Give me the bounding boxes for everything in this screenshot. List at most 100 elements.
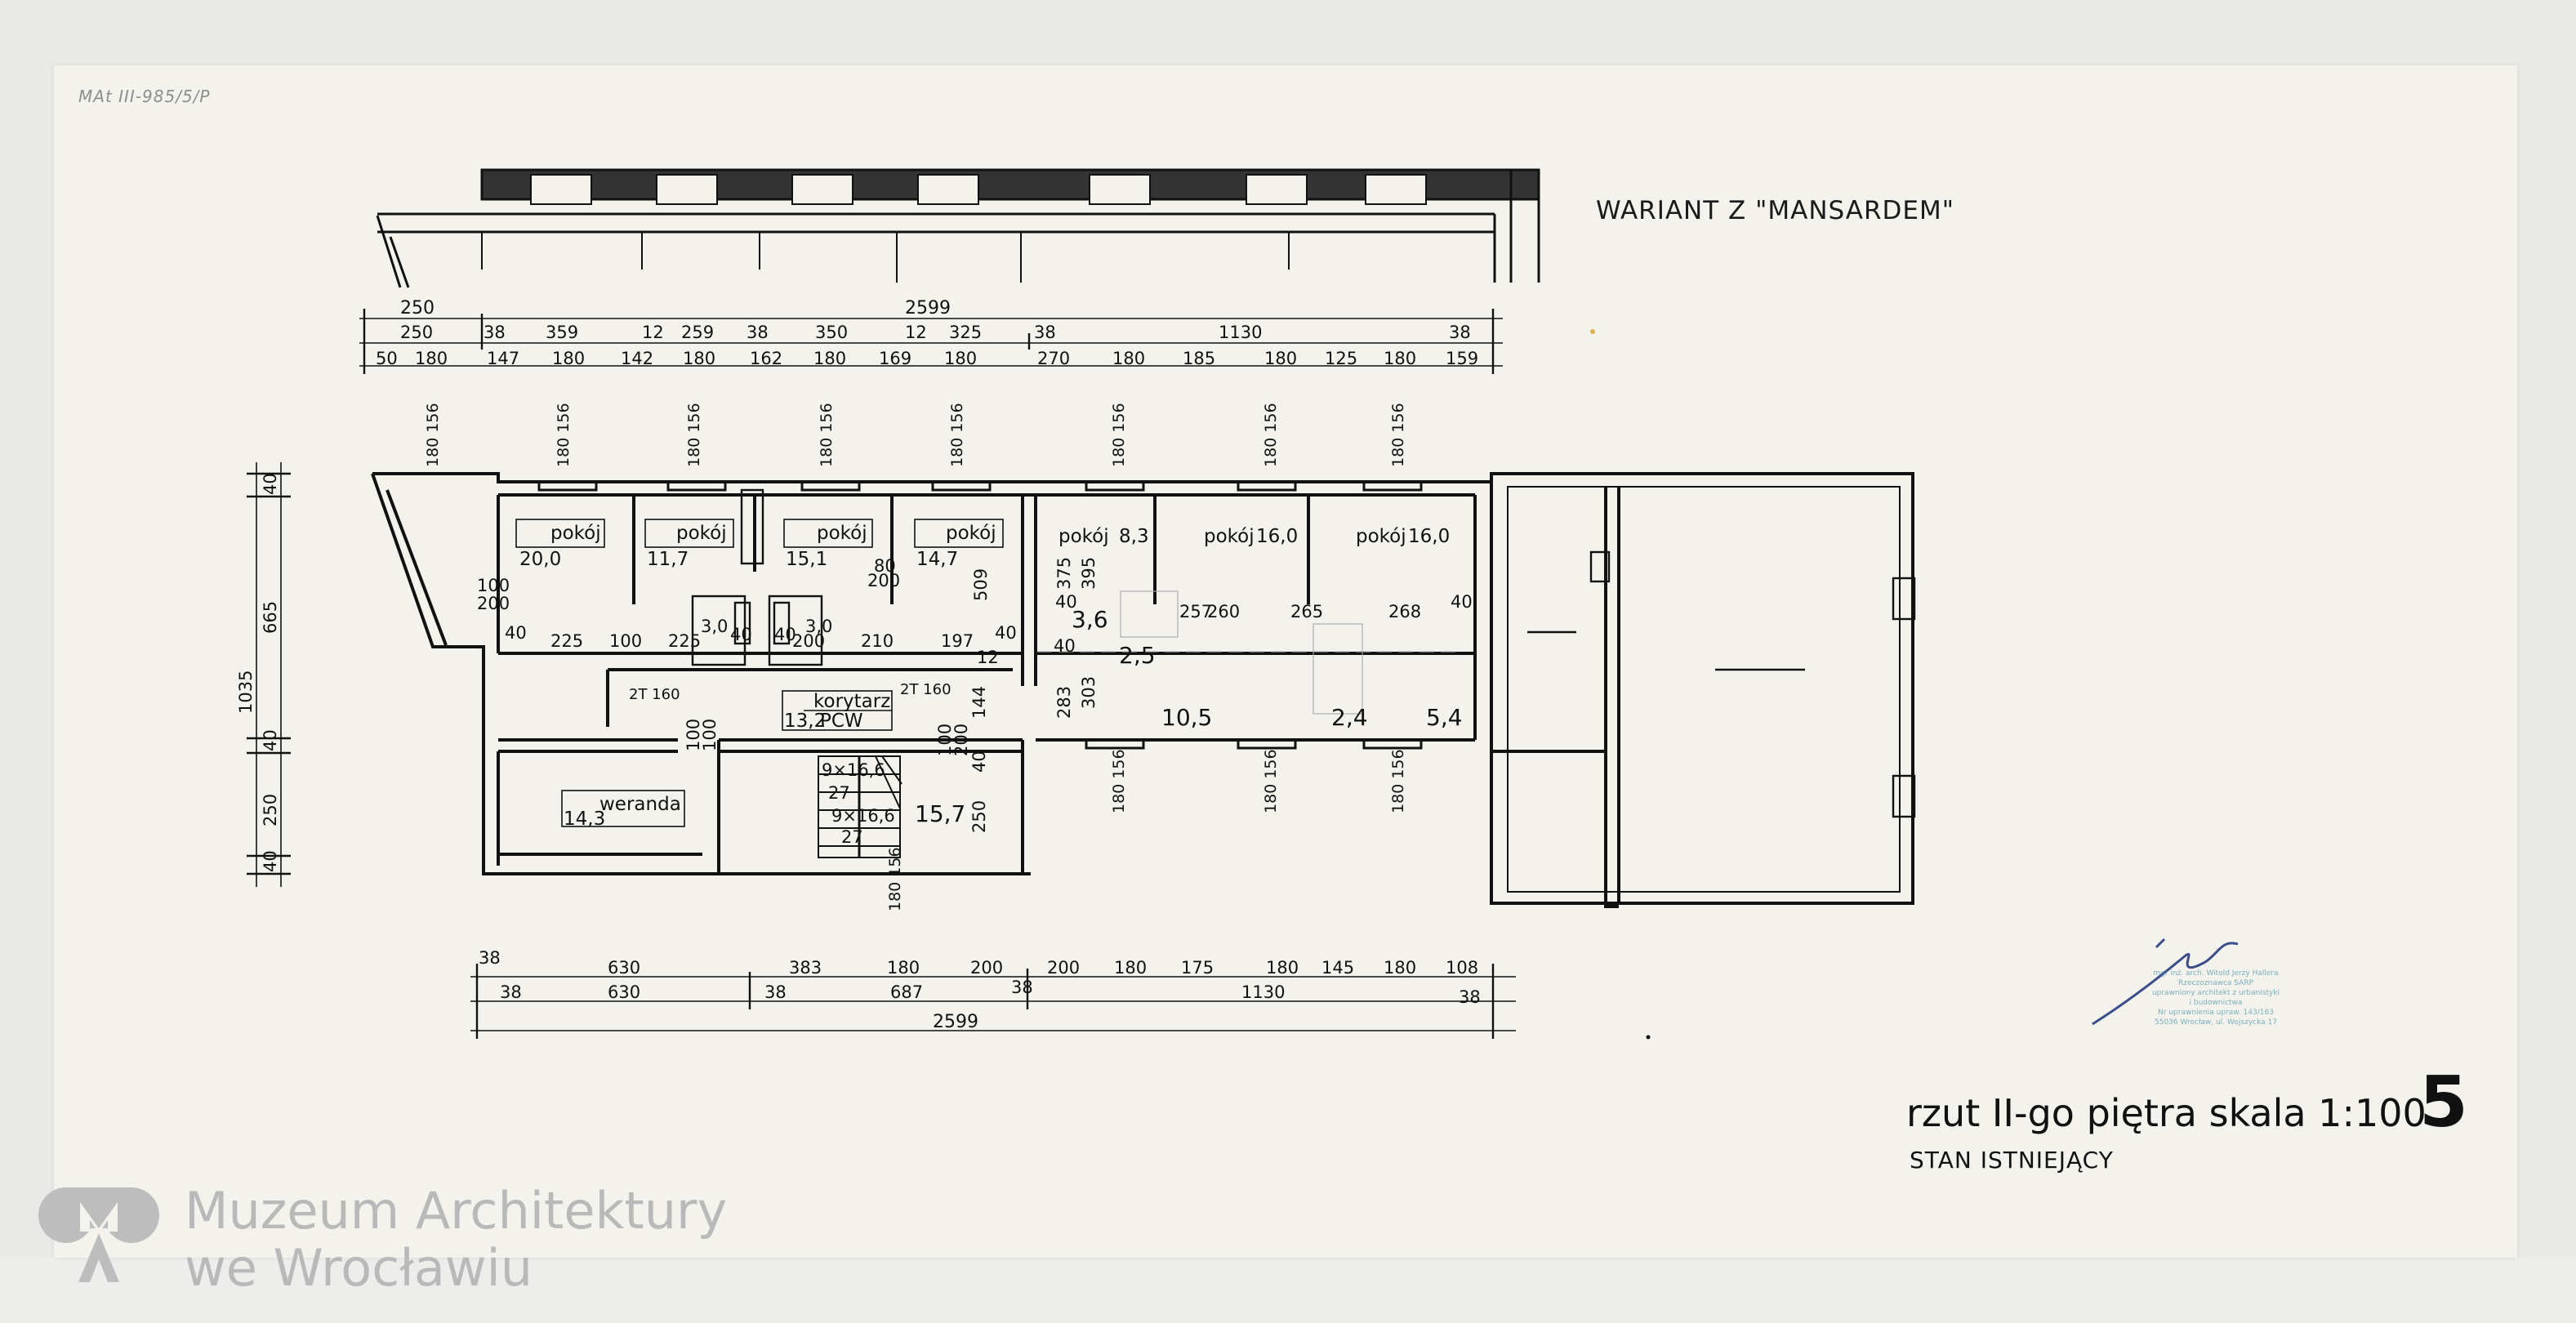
svg-text:40: 40: [261, 473, 280, 495]
svg-text:359: 359: [546, 323, 578, 342]
svg-text:350: 350: [815, 323, 848, 342]
svg-text:2,4: 2,4: [1331, 704, 1368, 731]
svg-text:325: 325: [949, 323, 982, 342]
svg-text:159: 159: [1446, 349, 1478, 368]
svg-text:509: 509: [971, 568, 991, 601]
svg-text:40: 40: [1451, 592, 1473, 612]
museum-name: Muzeum Architektury we Wrocławiu: [185, 1183, 727, 1297]
svg-text:200: 200: [1047, 958, 1080, 978]
archive-number: MAt III-985/5/P: [78, 87, 211, 106]
svg-text:200: 200: [792, 631, 825, 651]
svg-text:40: 40: [261, 729, 280, 751]
svg-text:630: 630: [608, 982, 640, 1002]
room-7-area: 16,0: [1408, 526, 1450, 547]
variant-heading: WARIANT Z "MANSARDEM": [1596, 196, 1954, 225]
svg-text:38: 38: [1449, 323, 1471, 342]
svg-text:162: 162: [750, 349, 782, 368]
drawing-subtitle: STAN ISTNIEJĄCY: [1910, 1147, 2114, 1174]
svg-text:1130: 1130: [1219, 323, 1262, 342]
corridor-area: 13,2: [784, 710, 826, 732]
svg-text:375: 375: [1054, 557, 1074, 590]
svg-text:1035: 1035: [236, 670, 256, 714]
svg-text:12: 12: [642, 323, 664, 342]
svg-text:100: 100: [684, 719, 703, 751]
svg-text:3,0: 3,0: [805, 617, 832, 636]
svg-text:180: 180: [887, 958, 920, 978]
svg-text:12: 12: [977, 648, 999, 667]
svg-text:180: 180: [552, 349, 585, 368]
svg-text:40: 40: [505, 623, 527, 643]
svg-text:665: 665: [261, 601, 280, 634]
svg-text:180: 180: [683, 349, 715, 368]
room-6-name: pokój: [1204, 526, 1255, 547]
pencil-sketch: [1037, 590, 1462, 715]
walls: [371, 472, 1914, 908]
svg-text:383: 383: [789, 958, 822, 978]
svg-text:265: 265: [1290, 602, 1323, 621]
svg-text:9×16,6: 9×16,6: [822, 760, 885, 780]
svg-text:250: 250: [261, 794, 280, 826]
interior-dimensions: 225 100 225 3,0 40 40 3,0 200 210 197 40…: [477, 556, 1473, 833]
svg-text:180: 180: [813, 349, 846, 368]
svg-text:40: 40: [774, 625, 796, 644]
svg-text:100: 100: [700, 719, 720, 751]
svg-text:180: 180: [944, 349, 977, 368]
svg-text:5,4: 5,4: [1426, 704, 1463, 731]
svg-text:169: 169: [879, 349, 911, 368]
bathrooms: [691, 488, 823, 666]
room-2-area: 11,7: [647, 549, 689, 570]
room-1-area: 20,0: [519, 549, 561, 570]
svg-text:180 156: 180 156: [424, 403, 442, 467]
svg-text:142: 142: [621, 349, 653, 368]
svg-text:257: 257: [1179, 602, 1212, 621]
window-labels: 180 156 180 156 180 156 180 156 180 156 …: [424, 403, 1407, 911]
svg-text:40: 40: [1054, 636, 1076, 656]
area-numbers: 3,6 2,5 10,5 2,4 5,4 15,7 9×16,6 9×16,6 …: [629, 606, 1463, 847]
svg-text:260: 260: [1207, 602, 1240, 621]
left-dimension-chain: [247, 462, 291, 887]
svg-text:210: 210: [861, 631, 894, 651]
svg-text:200: 200: [477, 594, 510, 613]
room-4-area: 14,7: [916, 549, 958, 570]
room-labels: pokój 20,0 pokój 11,7 pokój 15,1 pokój 1…: [515, 519, 1450, 830]
annex-marks: [1527, 550, 1916, 818]
svg-text:395: 395: [1079, 557, 1099, 590]
architect-stamp: mgr inż. arch. Witold Jerzy Hallera Rzec…: [2151, 969, 2280, 1027]
room-6-area: 16,0: [1256, 526, 1298, 547]
room-7-name: pokój: [1356, 526, 1406, 547]
svg-text:2T 160: 2T 160: [900, 681, 952, 698]
svg-text:40: 40: [730, 625, 752, 644]
svg-text:10,5: 10,5: [1161, 704, 1212, 731]
svg-text:687: 687: [890, 982, 923, 1002]
svg-text:3,6: 3,6: [1072, 606, 1108, 633]
svg-text:40: 40: [969, 751, 989, 773]
svg-text:180: 180: [1112, 349, 1145, 368]
svg-text:180: 180: [1264, 349, 1297, 368]
svg-text:180 156: 180 156: [948, 403, 966, 467]
signature: [2092, 938, 2239, 1026]
svg-text:100: 100: [935, 724, 955, 756]
window-niches: [537, 482, 1423, 750]
top-row2-labels: 50 180 147 180 142 180 162 180 169 180 2…: [376, 349, 1478, 368]
svg-text:180 156: 180 156: [1110, 403, 1128, 467]
dim-top-250: 250: [400, 298, 435, 318]
top-dimension-chains: [359, 309, 1503, 374]
museum-name-line2: we Wrocławiu: [185, 1238, 533, 1298]
bottom-dimension-chains: [470, 964, 1516, 1039]
svg-text:283: 283: [1054, 686, 1074, 719]
dim-bottom-total: 2599: [933, 1012, 978, 1032]
svg-text:270: 270: [1037, 349, 1070, 368]
svg-text:180: 180: [1114, 958, 1147, 978]
svg-text:250: 250: [969, 800, 989, 833]
svg-text:40: 40: [261, 850, 280, 872]
paper-bottom-edge: [0, 1258, 2576, 1323]
room-3-name: pokój: [817, 523, 867, 544]
svg-text:200: 200: [867, 571, 900, 590]
museum-name-line1: Muzeum Architektury: [185, 1181, 728, 1241]
svg-text:303: 303: [1079, 676, 1099, 709]
svg-text:250: 250: [400, 323, 433, 342]
svg-text:147: 147: [487, 349, 519, 368]
svg-text:145: 145: [1321, 958, 1354, 978]
svg-text:180: 180: [415, 349, 448, 368]
